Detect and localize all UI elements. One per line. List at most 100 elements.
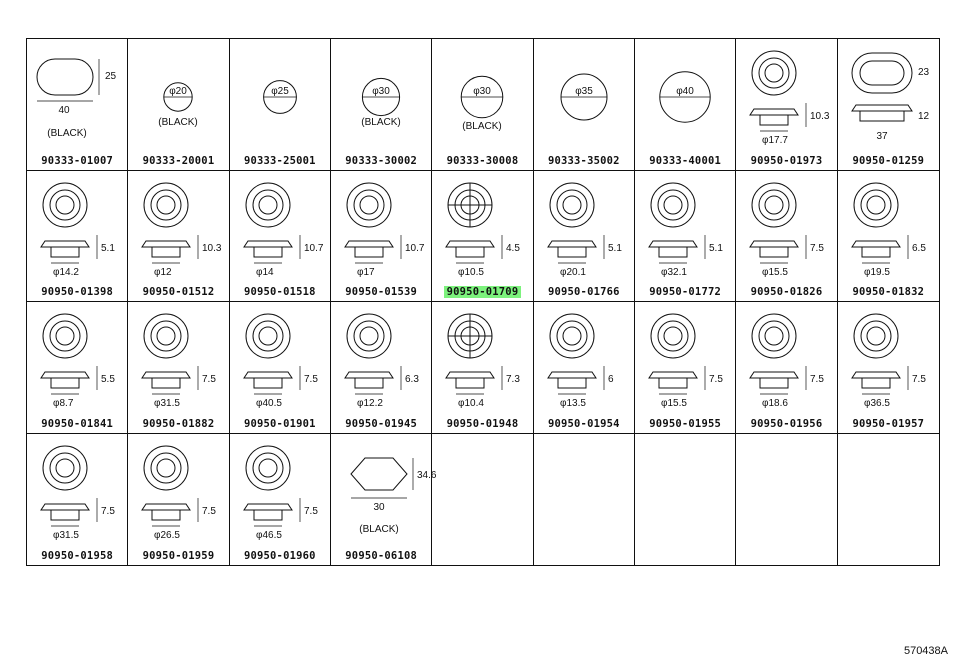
dim-diameter: φ12.2 [357,398,383,409]
grommet-side-view [242,234,301,263]
dim-diameter: φ13.5 [560,398,586,409]
dim-height: 10.7 [304,243,324,254]
part-number[interactable]: 90333-01007 [41,154,114,167]
part-number[interactable]: 90950-01882 [142,417,215,430]
part-number[interactable]: 90950-01973 [750,154,823,167]
grommet-side-view [749,234,807,263]
part-number[interactable]: 90950-01955 [649,417,722,430]
dim-diameter: φ10.4 [458,398,484,409]
part-number[interactable]: 90950-01772 [649,286,722,298]
dim-height: 34.6 [417,470,437,481]
dim-height: 7.5 [202,374,216,385]
part-cell: φ20 (BLACK) 90333-20001 [128,39,230,171]
dim-height: 7.5 [709,374,723,385]
dim-diameter: φ20 [170,86,188,97]
part-number[interactable]: 90950-01948 [446,417,519,430]
grommet-side-view [344,366,402,395]
part-number[interactable]: 90950-01945 [345,417,418,430]
part-number[interactable]: 90333-30008 [446,154,519,167]
part-number-highlighted[interactable]: 90950-01709 [444,286,521,298]
dim-height: 5.1 [608,243,622,254]
part-number[interactable]: 90950-01958 [41,550,114,562]
dim-diameter: φ8.7 [53,398,74,409]
color-note: (BLACK) [361,117,400,128]
part-number[interactable]: 90333-35002 [547,154,620,167]
part-number[interactable]: 90950-01766 [547,286,620,298]
part-number[interactable]: 90333-20001 [142,154,215,167]
dim-height: 7.5 [304,374,318,385]
dim-height: 6.5 [912,243,926,254]
part-number[interactable]: 90950-01960 [243,550,316,562]
dim-height: 6 [608,374,614,385]
part-number[interactable]: 90950-06108 [345,550,418,562]
dim-height: 10.3 [202,243,222,254]
dim-height: 4.5 [506,243,520,254]
grommet-side-view [648,366,706,395]
part-number[interactable]: 90950-01901 [243,417,316,430]
part-cell: 10.7 φ14 90950-01518 [229,170,331,302]
part-cell: 5.5 φ8.7 90950-01841 [27,302,129,434]
part-drawing: φ20 (BLACK) [159,82,198,128]
part-drawing: 10.7 φ14 [242,182,324,278]
part-number[interactable]: 90950-01398 [41,286,114,298]
dim-height: 5.1 [709,243,723,254]
grommet-side-view [242,497,301,526]
part-number[interactable]: 90950-01956 [750,417,823,430]
part-number[interactable]: 90950-01259 [852,154,925,167]
dim-diameter: φ14 [256,267,274,278]
dim-diameter: φ14.2 [53,267,79,278]
part-number[interactable]: 90333-30002 [345,154,418,167]
empty-cell [838,434,939,566]
part-number[interactable]: 90950-01957 [852,417,925,430]
grommet-side-view [546,366,605,395]
part-number[interactable]: 90950-01518 [243,286,316,298]
part-number[interactable]: 90950-01954 [547,417,620,430]
oval-grommet-side [850,104,913,112]
grommet-top-view [751,313,797,359]
dim-height: 5.5 [101,374,115,385]
grommet-top-view [42,445,88,490]
dim-height: 10.3 [810,111,830,122]
grommet-top-view [549,182,595,227]
color-note: (BLACK) [463,121,502,132]
oval-plug-outline [36,58,94,96]
grommet-top-view [447,182,493,227]
grommet-side-view [141,497,199,526]
part-number[interactable]: 90950-01841 [41,417,114,430]
grommet-side-view [749,366,807,395]
part-cell: φ30(BLACK)90333-30008 [432,39,534,171]
dim-height: 7.5 [810,374,824,385]
part-number[interactable]: 90333-25001 [243,154,316,167]
part-cell: 10.3 φ17.7 90950-01973 [736,39,838,171]
part-drawing: φ35 [560,73,608,121]
part-number[interactable]: 90950-01539 [345,286,418,298]
empty-cell [635,433,737,565]
part-number[interactable]: 90950-01832 [852,286,925,298]
part-number[interactable]: 90950-01959 [142,550,215,562]
part-drawing: 5.5 φ8.7 [40,313,115,409]
color-note: (BLACK) [159,117,198,128]
part-drawing: φ30(BLACK) [361,77,401,128]
dim-height: 23 [918,67,930,78]
dim-diameter: φ17.7 [762,135,788,146]
part-number[interactable]: 90333-40001 [649,154,722,167]
dim-width: 30 [373,502,385,513]
part-number[interactable]: 90950-01826 [750,286,823,298]
part-number[interactable]: 90950-01512 [142,286,215,298]
